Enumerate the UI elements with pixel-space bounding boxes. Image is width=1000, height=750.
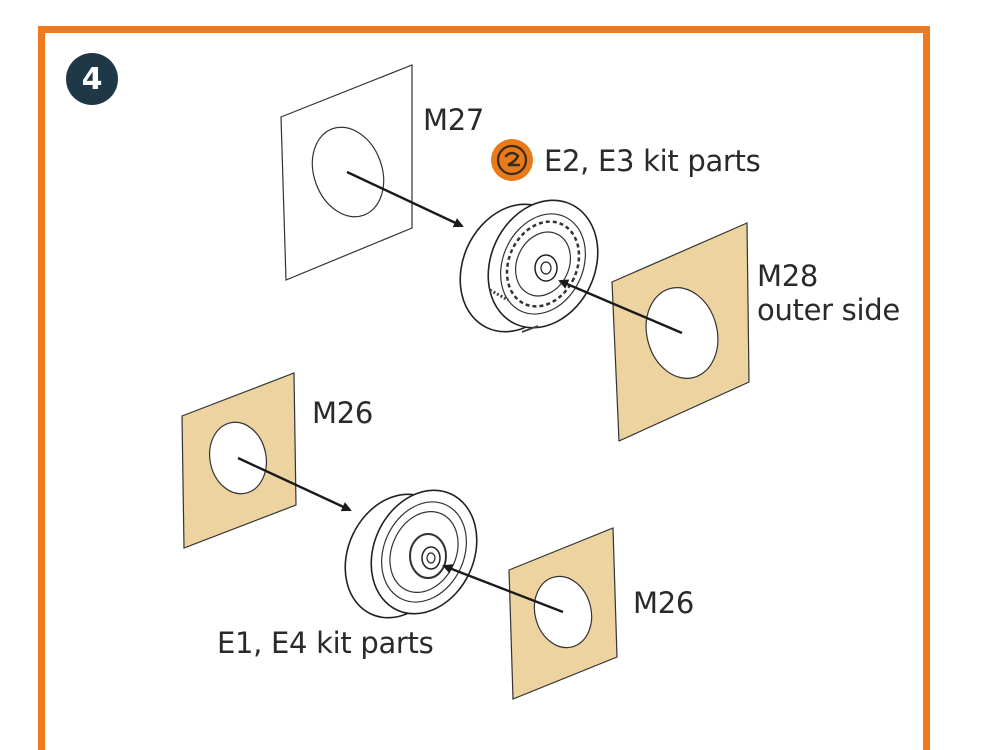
- kit-parts-icon: [491, 139, 533, 181]
- wheel-bottom: [344, 489, 478, 619]
- label-e2-e3-kit-parts: E2, E3 kit parts: [544, 144, 761, 178]
- step-number-badge: 4: [66, 53, 118, 105]
- step-frame: [38, 26, 930, 750]
- step-number: 4: [81, 61, 103, 97]
- label-m27: M27: [423, 103, 485, 137]
- mask-m27: [280, 64, 413, 281]
- label-m26-left: M26: [312, 396, 374, 430]
- arrow-m26-left-to-wheel: [237, 456, 352, 512]
- label-m28-outer-side: outer side: [757, 293, 900, 327]
- mask-m26-left: [181, 372, 297, 549]
- arrow-m28-to-wheel: [558, 279, 683, 335]
- mask-m26-right: [508, 527, 618, 700]
- label-e1-e4-kit-parts: E1, E4 kit parts: [217, 626, 434, 660]
- label-m28: M28: [757, 259, 819, 293]
- label-m26-right: M26: [633, 586, 695, 620]
- wheel-top: [459, 199, 599, 333]
- arrow-m26-right-to-wheel: [442, 564, 564, 614]
- arrow-m27-to-wheel: [346, 170, 464, 228]
